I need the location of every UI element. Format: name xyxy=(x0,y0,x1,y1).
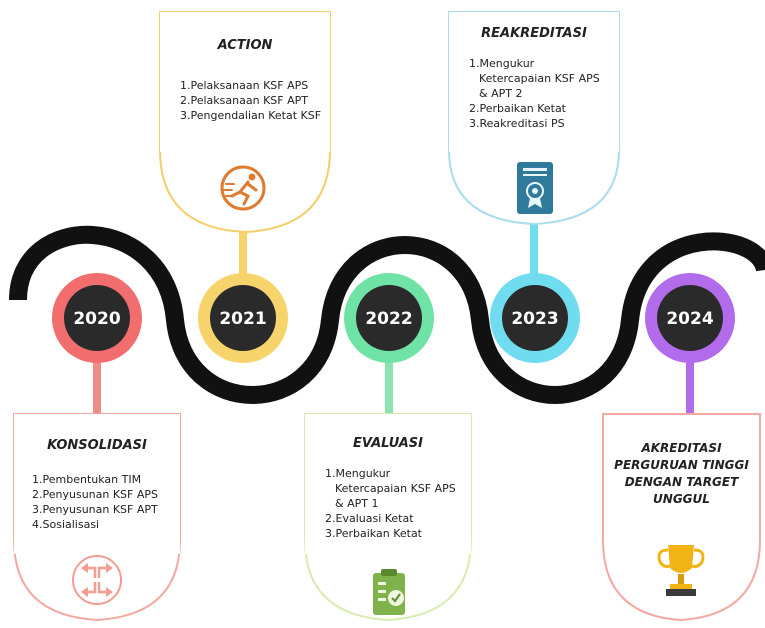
list-item: 1.Mengukur xyxy=(325,467,391,480)
connector-2023 xyxy=(530,222,538,277)
statement-line: PERGURUAN TINGGI xyxy=(614,458,749,472)
year-label: 2023 xyxy=(511,309,558,329)
list-item: 3.Penyusunan KSF APT xyxy=(32,503,158,516)
statement-line: UNGGUL xyxy=(653,492,710,506)
card-list: 1.Mengukur Ketercapaian KSF APS & APT 2 … xyxy=(469,56,600,131)
list-item: 2.Penyusunan KSF APS xyxy=(32,488,159,501)
card-list: 1.Pelaksanaan KSF APS 2.Pelaksanaan KSF … xyxy=(180,78,321,123)
year-node-2021: 2021 xyxy=(198,273,288,363)
card-reakreditasi: REAKREDITASI 1.Mengukur Ketercapaian KSF… xyxy=(449,12,619,152)
year-node-2022: 2022 xyxy=(344,273,434,363)
connector-2020 xyxy=(93,360,101,415)
card-statement: AKREDITASI PERGURUAN TINGGI DENGAN TARGE… xyxy=(603,440,760,508)
year-label: 2022 xyxy=(365,309,412,329)
year-node-2024: 2024 xyxy=(645,273,735,363)
card-list: 1.Mengukur Ketercapaian KSF APS & APT 1 … xyxy=(325,466,456,541)
list-item: Ketercapaian KSF APS xyxy=(479,72,600,85)
card-title: ACTION xyxy=(217,38,273,53)
card-title: KONSOLIDASI xyxy=(47,438,147,453)
list-item: 2.Perbaikan Ketat xyxy=(469,102,566,115)
year-label: 2024 xyxy=(666,309,713,329)
card-title: EVALUASI xyxy=(353,436,423,451)
list-item: 1.Pelaksanaan KSF APS xyxy=(180,79,309,92)
year-disc xyxy=(502,285,568,351)
list-item: 4.Sosialisasi xyxy=(32,518,100,531)
list-item: 1.Mengukur xyxy=(469,57,535,70)
list-item: 3.Reakreditasi PS xyxy=(469,117,565,130)
timeline-wave xyxy=(9,225,765,404)
trophy-icon xyxy=(657,545,705,596)
list-item: 1.Pembentukan TIM xyxy=(32,473,142,486)
year-label: 2020 xyxy=(73,309,120,329)
list-item: 3.Perbaikan Ketat xyxy=(325,527,422,540)
card-action: ACTION 1.Pelaksanaan KSF APS 2.Pelaksana… xyxy=(160,12,330,152)
year-disc xyxy=(210,285,276,351)
statement-line: AKREDITASI xyxy=(641,441,722,455)
certificate-icon xyxy=(517,162,553,214)
card-outline-akreditasi xyxy=(602,413,761,622)
list-item: 3.Pengendalian Ketat KSF xyxy=(180,109,322,122)
connector-2022 xyxy=(385,360,393,415)
clipboard-check-icon xyxy=(373,569,405,615)
running-person-icon xyxy=(220,165,266,211)
list-item: & APT 2 xyxy=(479,87,523,100)
year-label: 2021 xyxy=(219,309,266,329)
statement-line: DENGAN TARGET xyxy=(624,475,739,489)
card-title: REAKREDITASI xyxy=(481,26,587,41)
list-item: & APT 1 xyxy=(335,497,379,510)
year-disc xyxy=(657,285,723,351)
list-item: Ketercapaian KSF APS xyxy=(335,482,456,495)
list-item: 2.Evaluasi Ketat xyxy=(325,512,414,525)
card-evaluasi: EVALUASI 1.Mengukur Ketercapaian KSF APS… xyxy=(305,414,471,554)
connector-2021 xyxy=(239,232,247,277)
connector-2024 xyxy=(686,360,694,415)
network-arrows-icon xyxy=(72,555,122,605)
year-disc xyxy=(64,285,130,351)
list-item: 2.Pelaksanaan KSF APT xyxy=(180,94,308,107)
card-konsolidasi: KONSOLIDASI 1.Pembentukan TIM 2.Penyusun… xyxy=(14,414,180,554)
year-disc xyxy=(356,285,422,351)
year-node-2023: 2023 xyxy=(490,273,580,363)
card-list: 1.Pembentukan TIM 2.Penyusunan KSF APS 3… xyxy=(32,472,158,532)
year-node-2020: 2020 xyxy=(52,273,142,363)
card-akreditasi: AKREDITASI PERGURUAN TINGGI DENGAN TARGE… xyxy=(603,414,760,534)
